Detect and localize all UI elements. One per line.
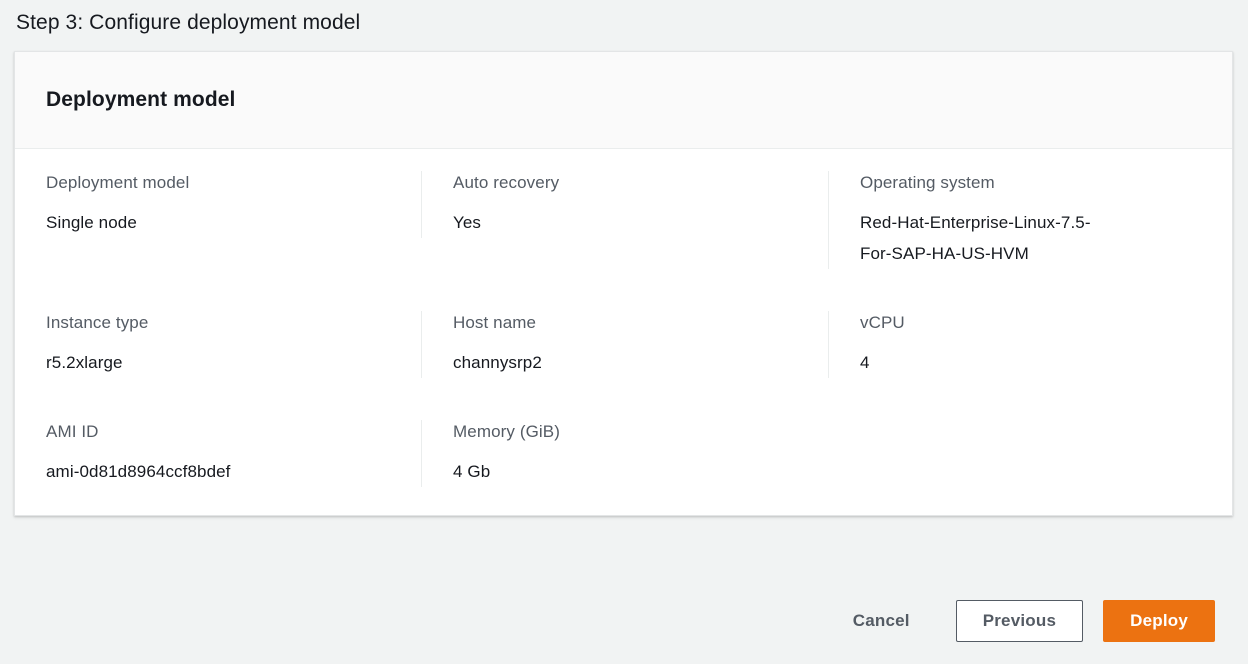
wizard-footer: Cancel Previous Deploy: [0, 600, 1232, 642]
field-value-line: ami-0d81d8964ccf8bdef: [46, 462, 231, 481]
field-value-line: Single node: [46, 213, 137, 232]
field-value: 4: [860, 347, 1180, 378]
field-value: ami-0d81d8964ccf8bdef: [46, 456, 366, 487]
field-label: Instance type: [46, 313, 149, 332]
field-label: Deployment model: [46, 173, 190, 192]
field-label: vCPU: [860, 313, 905, 332]
deploy-button[interactable]: Deploy: [1103, 600, 1215, 642]
field-auto-recovery: Auto recovery Yes: [421, 171, 828, 238]
field-label: Host name: [453, 313, 537, 332]
field-host-name: Host name channysrp2: [421, 311, 828, 378]
previous-button[interactable]: Previous: [955, 600, 1084, 642]
field-deployment-model: Deployment model Single node: [15, 171, 421, 238]
field-value-line: For-SAP-HA-US-HVM: [860, 244, 1029, 263]
card-body: Deployment model Single node Auto recove…: [15, 149, 1232, 515]
field-value: r5.2xlarge: [46, 347, 366, 378]
field-instance-type: Instance type r5.2xlarge: [15, 311, 421, 378]
field-value: Single node: [46, 207, 366, 238]
field-label: AMI ID: [46, 422, 99, 441]
card-header-title: Deployment model: [46, 88, 236, 111]
detail-row: AMI ID ami-0d81d8964ccf8bdef Memory (GiB…: [15, 420, 1232, 487]
field-label: Auto recovery: [453, 173, 560, 192]
field-value: 4 Gb: [453, 456, 773, 487]
field-value-line: 4 Gb: [453, 462, 491, 481]
field-value: channysrp2: [453, 347, 773, 378]
field-value: Yes: [453, 207, 773, 238]
cancel-button[interactable]: Cancel: [839, 603, 924, 639]
card-header: Deployment model: [15, 52, 1232, 149]
page-title: Step 3: Configure deployment model: [16, 11, 361, 34]
field-value-line: r5.2xlarge: [46, 353, 123, 372]
field-value-line: channysrp2: [453, 353, 542, 372]
detail-row: Instance type r5.2xlarge Host name chann…: [15, 311, 1232, 378]
field-value: Red-Hat-Enterprise-Linux-7.5- For-SAP-HA…: [860, 207, 1180, 269]
field-ami-id: AMI ID ami-0d81d8964ccf8bdef: [15, 420, 421, 487]
detail-row: Deployment model Single node Auto recove…: [15, 171, 1232, 269]
field-value-line: Yes: [453, 213, 482, 232]
deployment-model-card: Deployment model Deployment model Single…: [14, 51, 1233, 516]
field-label: Memory (GiB): [453, 422, 560, 441]
field-vcpu: vCPU 4: [828, 311, 1232, 378]
field-operating-system: Operating system Red-Hat-Enterprise-Linu…: [828, 171, 1232, 269]
field-value-line: Red-Hat-Enterprise-Linux-7.5-: [860, 213, 1091, 232]
field-memory: Memory (GiB) 4 Gb: [421, 420, 828, 487]
field-label: Operating system: [860, 173, 995, 192]
field-value-line: 4: [860, 353, 870, 372]
